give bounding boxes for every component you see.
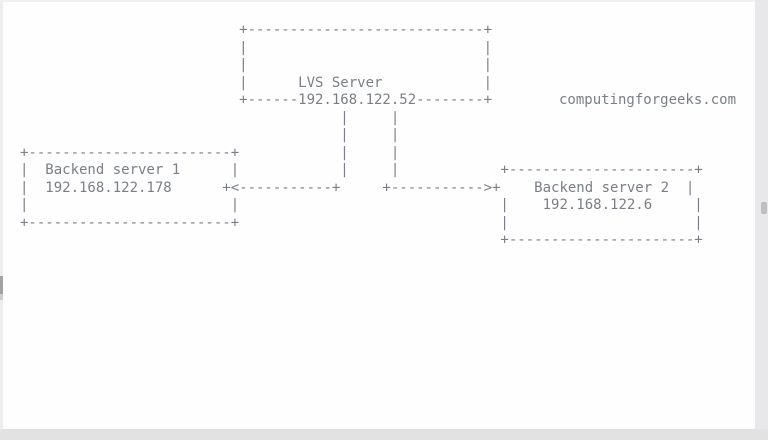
right-edge-strip [755, 0, 768, 440]
scrollbar-thumb-fragment[interactable] [0, 276, 3, 294]
watermark-text: computingforgeeks.com [559, 92, 737, 108]
scrollbar-thumb-tail[interactable] [0, 294, 3, 300]
clipped-content-artifact [761, 202, 767, 214]
left-edge-strip [0, 0, 3, 440]
top-edge-strip [0, 0, 768, 2]
bottom-edge-strip [0, 429, 768, 440]
ascii-network-diagram: +----------------------------+ | | | | |… [20, 22, 703, 248]
